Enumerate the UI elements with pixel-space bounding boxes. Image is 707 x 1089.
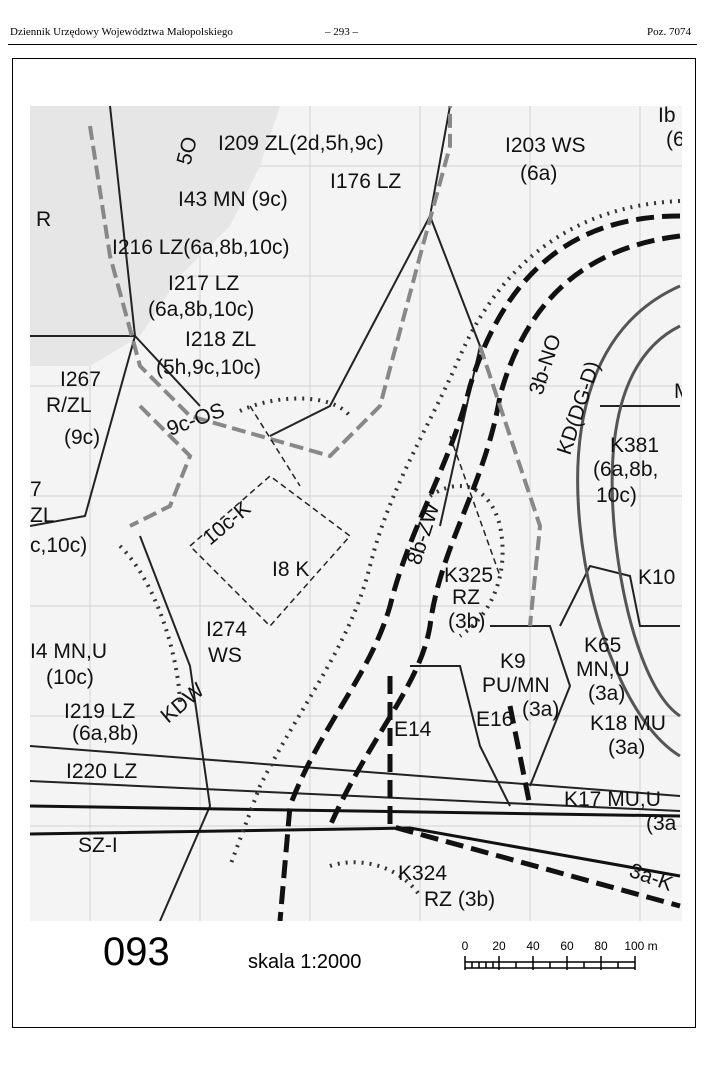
scale-bar: 0 20 40 60 80 100 m	[462, 939, 658, 970]
map-label: K325	[444, 564, 493, 587]
map-label: (10c)	[46, 666, 94, 689]
map-label: K18 MU	[590, 712, 666, 735]
map-label: I4 MN,U	[30, 640, 107, 663]
map-sheet-frame	[12, 58, 696, 1028]
map-label: I220 LZ	[66, 760, 137, 783]
map-label: I203 WS	[505, 134, 586, 157]
map-label: c,10c)	[30, 534, 87, 557]
map-label: RZ	[452, 586, 480, 609]
scale-label: skala 1:2000	[248, 951, 362, 973]
forest-area	[30, 106, 280, 366]
map-label: I267	[60, 368, 101, 391]
map-label: 7	[30, 478, 42, 501]
dotted-outlines	[118, 199, 681, 898]
map-label: K17 MU,U	[564, 788, 661, 811]
map-label: (3a	[646, 812, 677, 835]
header-rule	[8, 44, 697, 45]
map-label: M	[674, 380, 682, 403]
map-label: (5h,9c,10c)	[156, 356, 261, 379]
map-label: K9	[500, 650, 526, 673]
map-label: Ib	[658, 106, 676, 127]
map-label: K381	[610, 434, 659, 457]
header-page-number: – 293 –	[325, 26, 358, 38]
scale-tick-label: 40	[526, 939, 540, 953]
map-label: SZ-I	[78, 834, 118, 857]
scale-tick-label: 100 m	[624, 939, 657, 953]
header-position: Poz. 7074	[647, 26, 691, 38]
map-label: I8 K	[272, 558, 309, 581]
map-label: (9c)	[64, 426, 100, 449]
map-label: RZ (3b)	[424, 888, 495, 911]
map-label: K65	[584, 634, 621, 657]
scale-tick-label: 20	[492, 939, 506, 953]
map-label: I274	[206, 618, 247, 641]
map-label: (6a,8b)	[72, 722, 139, 745]
map-label: E16	[476, 708, 513, 731]
map-label: MN,U	[576, 658, 630, 681]
map-label: I176 LZ	[330, 170, 401, 193]
map-label: I209 ZL(2d,5h,9c)	[218, 132, 384, 155]
map-label: (3a)	[608, 736, 645, 759]
map-label: I43 MN (9c)	[178, 188, 288, 211]
map-label: I217 LZ	[168, 272, 239, 295]
map-label: K324	[398, 862, 447, 885]
scale-tick-label: 0	[462, 939, 469, 953]
map-label: I216 LZ(6a,8b,10c)	[112, 236, 289, 259]
map-label: I219 LZ	[64, 700, 135, 723]
map-label: (6	[666, 128, 682, 151]
map-label: (6a)	[520, 162, 557, 185]
map-label: PU/MN	[482, 674, 550, 697]
map-label: (3a)	[588, 682, 625, 705]
map-label: 10c)	[596, 484, 637, 507]
leader-lines	[188, 405, 501, 628]
kd-road-lines	[576, 284, 681, 758]
map-label: (6a,8b,	[593, 458, 658, 481]
map-label: K10	[638, 566, 675, 589]
scale-tick-label: 60	[560, 939, 574, 953]
map-label: WS	[208, 644, 242, 667]
zoning-map: I209 ZL(2d,5h,9c) I203 WS (6a) I176 LZ I…	[30, 106, 682, 921]
plan-boundary-dashed	[277, 213, 681, 921]
map-label: R/ZL	[46, 394, 92, 417]
header-journal-title: Dziennik Urzędowy Województwa Małopolski…	[10, 26, 233, 38]
map-label: E14	[394, 718, 432, 741]
map-label: I218 ZL	[185, 328, 256, 351]
zone-outlines-grey	[88, 106, 543, 627]
map-label: (3b)	[448, 610, 485, 633]
map-label: ZL	[30, 504, 55, 527]
map-label: (3a)	[522, 698, 559, 721]
map-label: (6a,8b,10c)	[148, 298, 254, 321]
scale-tick-label: 80	[594, 939, 608, 953]
map-label: R	[36, 208, 51, 231]
sheet-number: 093	[103, 930, 170, 974]
main-road-lines	[30, 804, 681, 878]
